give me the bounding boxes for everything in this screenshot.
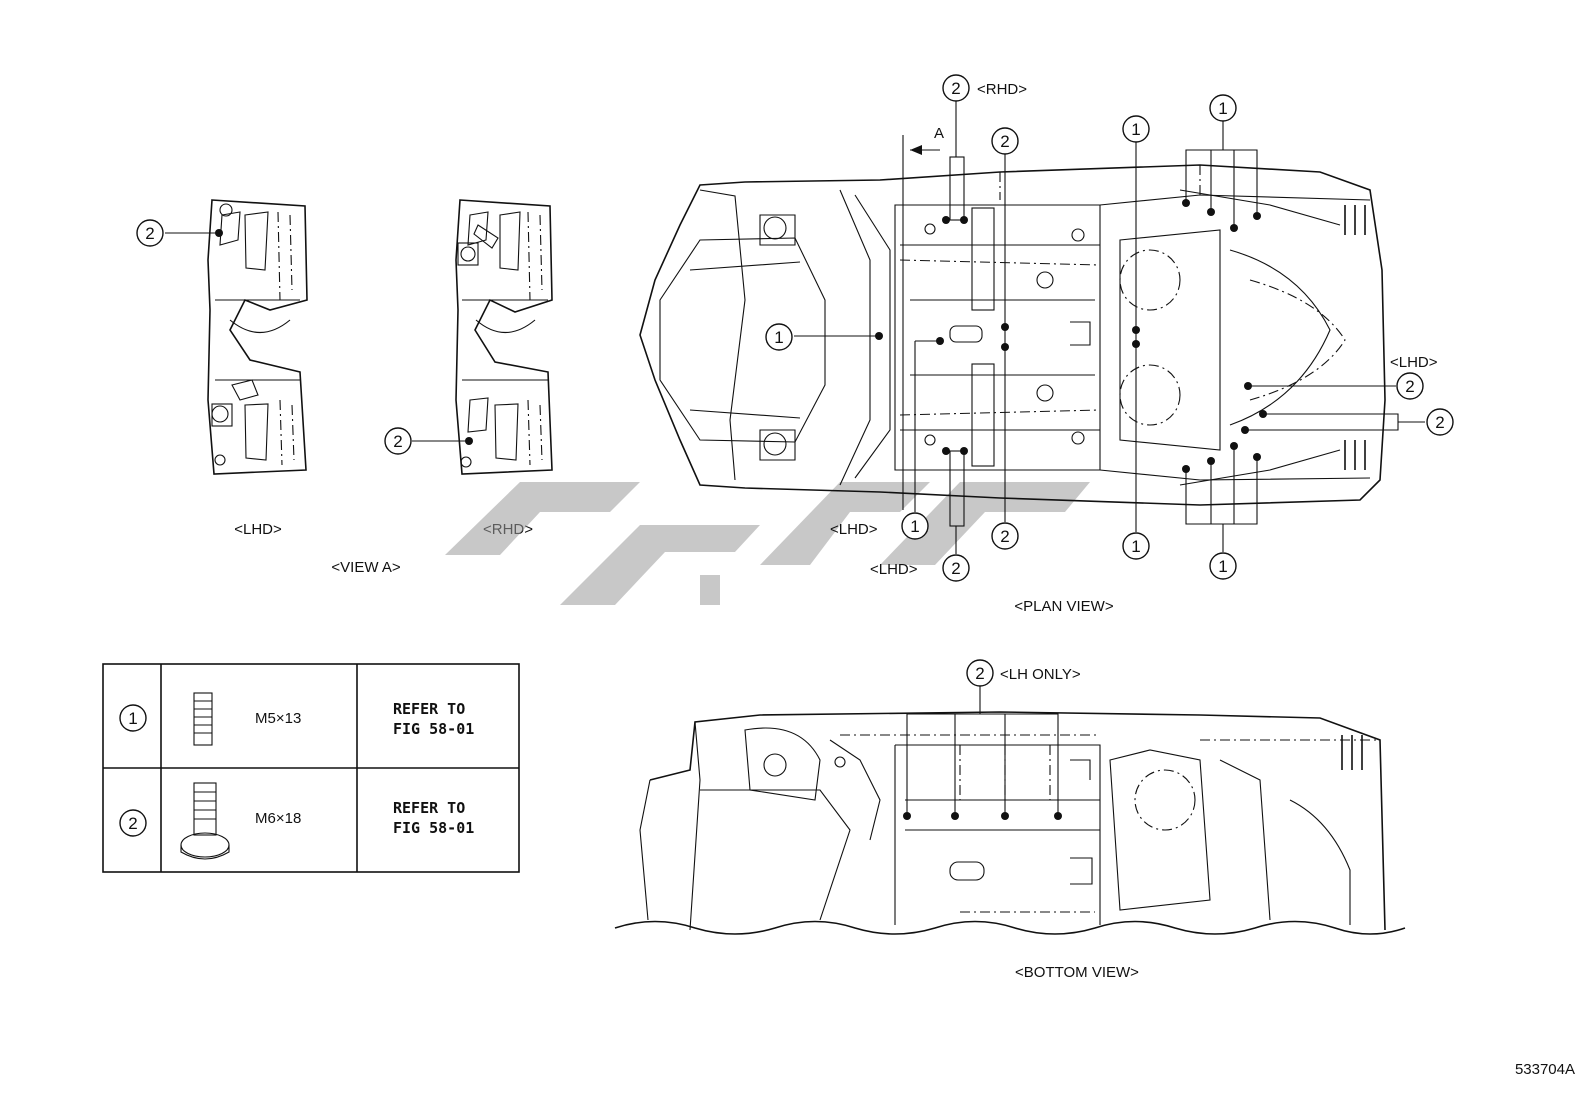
note-row-1-line2: FIG 58-01: [393, 720, 474, 738]
plan-view-body: [639, 164, 1386, 506]
label-lhd-bottom-1: <LHD>: [830, 521, 878, 538]
label-plan-view: <PLAN VIEW>: [1014, 598, 1113, 615]
label-rhd-top: <RHD>: [977, 81, 1027, 98]
svg-text:1: 1: [1218, 557, 1227, 576]
bottom-view-fastener-points: [903, 812, 1062, 820]
svg-text:1: 1: [128, 709, 137, 728]
svg-text:2: 2: [1000, 527, 1009, 546]
bottom-view-body: [614, 711, 1406, 935]
view-a-lhd-panel: [207, 199, 308, 475]
label-lhd-bottom-2: <LHD>: [870, 561, 918, 578]
note-row-2-line2: FIG 58-01: [393, 819, 474, 837]
callout-2-plan-right-lower: 2: [1426, 408, 1454, 436]
callout-2-rhd-top: 2: [942, 74, 970, 102]
label-lh-only: <LH ONLY>: [1000, 666, 1081, 683]
label-lhd-right: <LHD>: [1390, 354, 1438, 371]
figure-code: 533704A: [1515, 1061, 1575, 1078]
svg-text:2: 2: [1405, 377, 1414, 396]
svg-text:2: 2: [1435, 413, 1444, 432]
svg-text:1: 1: [1131, 537, 1140, 556]
svg-text:1: 1: [1131, 120, 1140, 139]
callout-1-plan-lower-left: 1: [901, 512, 929, 540]
svg-text:2: 2: [1000, 132, 1009, 151]
svg-text:2: 2: [951, 79, 960, 98]
note-row-2-line1: REFER TO: [393, 799, 465, 817]
callout-2-plan-lower-mid: 2: [991, 522, 1019, 550]
callout-1-plan-rear-top: 1: [1209, 94, 1237, 122]
table-row-1: 1 M5×13 REFER TO FIG 58-01: [119, 700, 474, 738]
section-cut-a: A: [902, 125, 944, 510]
label-view-a: <VIEW A>: [331, 559, 400, 576]
callout-1-plan-front: 1: [765, 323, 793, 351]
callout-2-view-a-lhd: 2: [136, 219, 164, 247]
svg-text:2: 2: [951, 559, 960, 578]
parts-table: [102, 663, 520, 873]
note-row-1-line1: REFER TO: [393, 700, 465, 718]
plan-view-fastener-points: [875, 199, 1267, 473]
label-view-a-lhd: <LHD>: [234, 521, 282, 538]
bolt-m6-flange-icon: [180, 782, 230, 860]
bottom-view-leader-lines: [906, 686, 1059, 816]
label-bottom-view: <BOTTOM VIEW>: [1015, 964, 1139, 981]
size-row-2: M6×18: [255, 810, 301, 827]
callout-2-view-a-rhd: 2: [384, 427, 412, 455]
callout-2-plan-right-upper: 2: [1396, 372, 1424, 400]
svg-text:1: 1: [1218, 99, 1227, 118]
svg-text:2: 2: [975, 664, 984, 683]
callout-1-plan-upper: 1: [1122, 115, 1150, 143]
svg-text:2: 2: [393, 432, 402, 451]
size-row-1: M5×13: [255, 710, 301, 727]
watermark-logo: [445, 482, 1090, 605]
callout-1-plan-rear-bottom: 1: [1209, 552, 1237, 580]
callout-1-plan-lower: 1: [1122, 532, 1150, 560]
svg-text:1: 1: [910, 517, 919, 536]
svg-text:1: 1: [774, 328, 783, 347]
table-row-2: 2 M6×18 REFER TO FIG 58-01: [119, 799, 474, 837]
callout-2-bottom-view: 2: [966, 659, 994, 687]
svg-text:2: 2: [145, 224, 154, 243]
bolt-m5-icon: [193, 692, 213, 746]
svg-text:A: A: [934, 125, 944, 142]
callout-2-plan-lower-left: 2: [942, 554, 970, 582]
svg-text:2: 2: [128, 814, 137, 833]
view-a-rhd-panel: [455, 199, 553, 475]
callout-2-plan-upper: 2: [991, 127, 1019, 155]
plan-view-leader-lines: [794, 100, 1425, 554]
